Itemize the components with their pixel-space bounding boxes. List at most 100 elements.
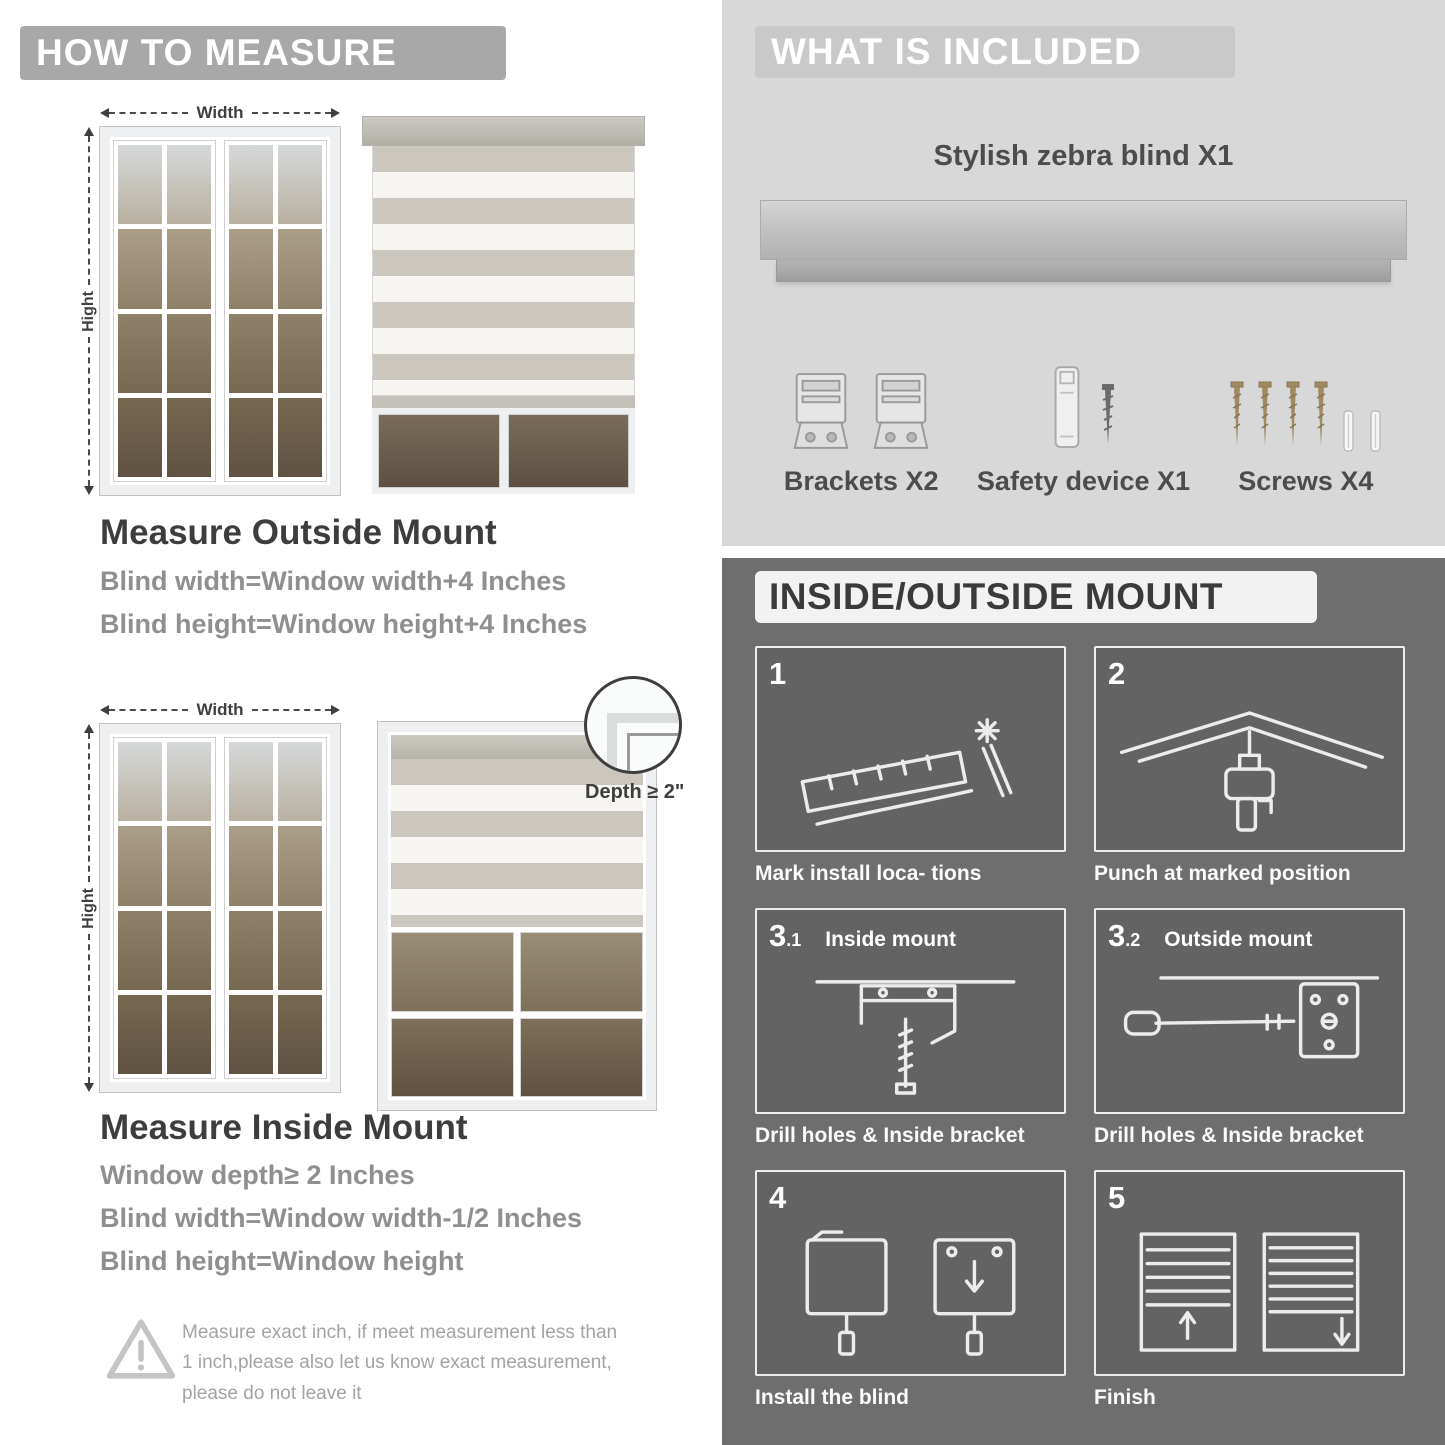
height-arrow: Hight bbox=[78, 127, 100, 495]
screw-icon bbox=[1230, 381, 1244, 446]
screw-icon bbox=[1286, 381, 1300, 446]
how-to-measure-banner: HOW TO MEASURE bbox=[20, 26, 506, 80]
inside-mount-line3: Blind height=Window height bbox=[100, 1246, 464, 1276]
step-box: 5 bbox=[1094, 1170, 1405, 1376]
zebra-blind-inside-illustration bbox=[377, 721, 657, 1111]
what-is-included-title: WHAT IS INCLUDED bbox=[771, 31, 1142, 72]
drill-illustration bbox=[1119, 711, 1384, 832]
step-caption: Drill holes & Inside bracket bbox=[1094, 1124, 1364, 1147]
warning-icon bbox=[106, 1319, 176, 1379]
blind-rail-illustration bbox=[760, 200, 1407, 282]
included-part-labels: Brackets X2 Safety device X1 Screws X4 bbox=[750, 466, 1417, 497]
step-header: 5 bbox=[1108, 1180, 1149, 1216]
step-number: 1 bbox=[769, 656, 787, 691]
how-to-measure-title: HOW TO MEASURE bbox=[36, 32, 397, 73]
height-label: Hight bbox=[80, 290, 97, 332]
window-below-blind bbox=[372, 408, 635, 494]
finish-illustration bbox=[1139, 1232, 1360, 1352]
width-label: Width bbox=[196, 103, 244, 122]
step-header: 4 bbox=[769, 1180, 810, 1216]
brackets-label: Brackets X2 bbox=[783, 466, 939, 496]
window-frame bbox=[99, 126, 341, 496]
width-label: Width bbox=[196, 700, 244, 719]
mount-banner-title: INSIDE/OUTSIDE MOUNT bbox=[769, 576, 1224, 617]
height-arrow: Hight bbox=[78, 724, 100, 1092]
dashed-line bbox=[88, 136, 90, 285]
depth-detail-circle bbox=[584, 676, 682, 774]
step-number-sub: .2 bbox=[1125, 930, 1141, 950]
bracket-icon bbox=[793, 373, 849, 449]
window-body: Hight bbox=[78, 723, 341, 1093]
dashed-line bbox=[109, 709, 189, 711]
measure-warning-text: Measure exact inch, if meet measurement … bbox=[182, 1322, 618, 1404]
step-number: 3 bbox=[769, 918, 787, 953]
blind-bottomrail bbox=[372, 396, 635, 408]
width-arrow: Width bbox=[100, 700, 340, 720]
safety-device-icon bbox=[1055, 366, 1080, 448]
rail-cassette bbox=[760, 200, 1407, 260]
arrowhead-right-icon bbox=[331, 705, 340, 715]
what-is-included-panel: WHAT IS INCLUDED Stylish zebra blind X1 bbox=[722, 0, 1445, 546]
inside-mount-line2: Blind width=Window width-1/2 Inches bbox=[100, 1203, 583, 1233]
brackets-icons bbox=[750, 328, 972, 460]
outside-bracket-illustration bbox=[1123, 976, 1380, 1059]
window-illustration-outside: Width Hight bbox=[78, 103, 341, 496]
mount-instructions-panel: INSIDE/OUTSIDE MOUNT 1 bbox=[722, 558, 1445, 1445]
window-body: Hight bbox=[78, 126, 341, 496]
arrowhead-up-icon bbox=[84, 724, 94, 733]
safety-device-icons bbox=[972, 328, 1194, 460]
mount-banner: INSIDE/OUTSIDE MOUNT bbox=[755, 571, 1317, 623]
screws-icons bbox=[1195, 328, 1417, 460]
bracket-icon bbox=[873, 373, 929, 449]
step-number-sub: .1 bbox=[786, 930, 802, 950]
step-header: 1 bbox=[769, 656, 810, 692]
step-box: 3.2 Outside mount bbox=[1094, 908, 1405, 1114]
arrowhead-down-icon bbox=[84, 486, 94, 495]
install-blind-illustration bbox=[805, 1230, 1016, 1356]
screw-icon bbox=[1314, 381, 1328, 446]
dashed-line bbox=[88, 337, 90, 486]
step-box: 2 bbox=[1094, 646, 1405, 852]
step-caption: Punch at marked position bbox=[1094, 862, 1351, 885]
inside-bracket-illustration bbox=[815, 980, 1016, 1095]
inside-mount-line1: Window depth≥ 2 Inches bbox=[100, 1160, 415, 1190]
screw-icon bbox=[1258, 381, 1272, 446]
window-sash bbox=[224, 737, 327, 1079]
window-sash bbox=[113, 737, 216, 1079]
step-header: 3.1 Inside mount bbox=[769, 918, 956, 954]
rail-lip bbox=[776, 260, 1391, 282]
zebra-stripes bbox=[372, 146, 635, 396]
zebra-stripes bbox=[391, 759, 643, 927]
step-number: 5 bbox=[1108, 1180, 1126, 1215]
step-header: 2 bbox=[1108, 656, 1149, 692]
wall-anchor-icon bbox=[1343, 410, 1354, 452]
dashed-line bbox=[251, 709, 331, 711]
step-number: 3 bbox=[1108, 918, 1126, 953]
dashed-line bbox=[88, 733, 90, 882]
arrowhead-right-icon bbox=[331, 108, 340, 118]
mount-step-3-1: 3.1 Inside mount bbox=[755, 908, 1066, 1148]
blind-headrail bbox=[362, 116, 645, 146]
mark-location-illustration bbox=[800, 718, 1013, 826]
step-inline-label: Outside mount bbox=[1164, 928, 1313, 951]
zebra-blind-outside-illustration bbox=[362, 116, 645, 494]
step-header: 3.2 Outside mount bbox=[1108, 918, 1312, 954]
height-label: Hight bbox=[80, 887, 97, 929]
mount-step-5: 5 bbox=[1094, 1170, 1405, 1410]
step-inline-label: Inside mount bbox=[825, 928, 956, 951]
mount-step-4: 4 bbox=[755, 1170, 1066, 1410]
mount-step-1: 1 bbox=[755, 646, 1066, 886]
step-caption: Mark install loca- tions bbox=[755, 862, 982, 885]
included-parts-row bbox=[750, 328, 1417, 460]
wall-anchor-icon bbox=[1370, 410, 1381, 452]
screws-label: Screws X4 bbox=[1238, 466, 1374, 496]
screw-icon bbox=[1102, 384, 1115, 444]
step-box: 3.1 Inside mount bbox=[755, 908, 1066, 1114]
step-caption: Install the blind bbox=[755, 1386, 910, 1409]
step-caption: Drill holes & Inside bracket bbox=[755, 1124, 1025, 1147]
inside-mount-heading: Measure Inside Mount bbox=[100, 1108, 468, 1147]
step-number: 2 bbox=[1108, 656, 1126, 691]
window-illustration-inside: Width Hight bbox=[78, 700, 341, 1093]
outside-mount-heading: Measure Outside Mount bbox=[100, 513, 497, 552]
